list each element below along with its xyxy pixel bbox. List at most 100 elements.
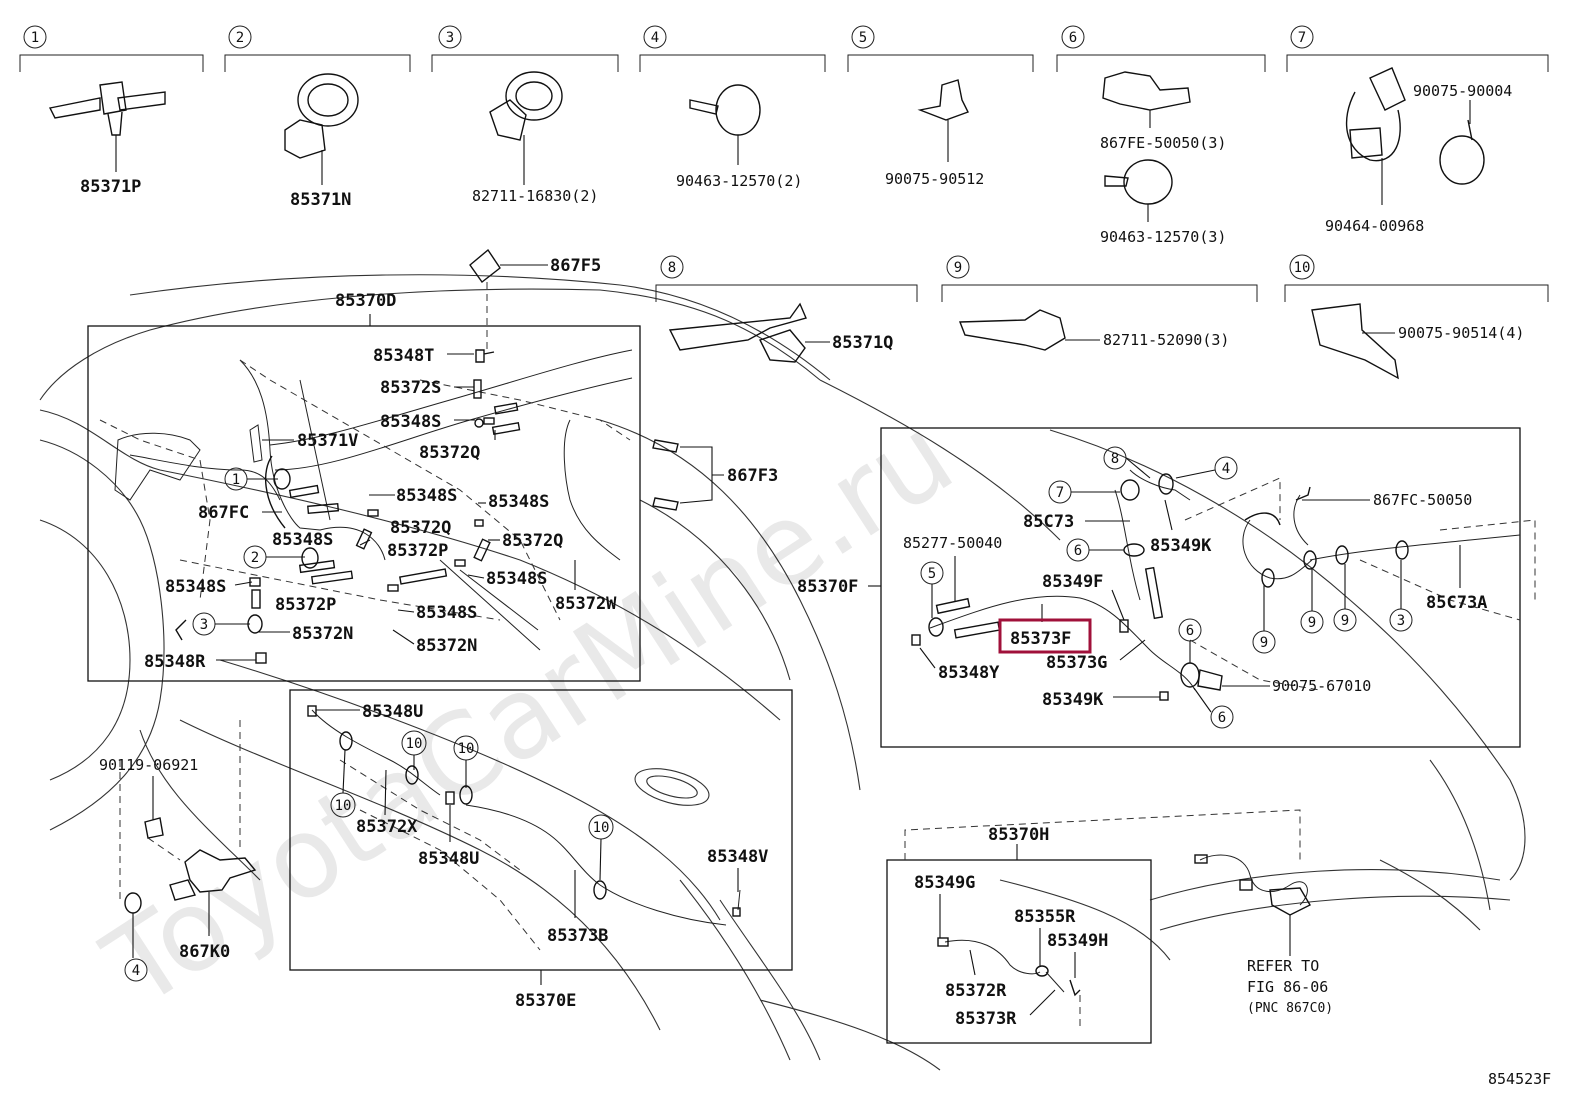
callout-10d: 10 — [593, 820, 610, 836]
label-85370F: 85370F — [797, 577, 858, 597]
label-90075-90004: 90075-90004 — [1413, 82, 1512, 100]
label-85C73: 85C73 — [1023, 512, 1074, 532]
label-85371V: 85371V — [297, 431, 358, 451]
label-867F3: 867F3 — [727, 466, 778, 486]
label-82711-52090: 82711-52090(3) — [1103, 331, 1229, 349]
label-85348S-f: 85348S — [486, 569, 547, 589]
kit-4-band-icon — [689, 84, 761, 165]
label-85372X: 85372X — [356, 817, 418, 837]
kit-1-number: 1 — [31, 30, 39, 46]
label-85348U-b: 85348U — [418, 849, 479, 869]
callout-10b: 10 — [458, 741, 475, 757]
box-85370H-harness — [937, 937, 1081, 997]
label-85348S-e: 85348S — [165, 577, 226, 597]
callout-8: 8 — [1111, 451, 1119, 467]
label-85370E: 85370E — [515, 991, 576, 1011]
label-90464-00968: 90464-00968 — [1325, 217, 1424, 235]
kit-number-callouts: 1 2 3 4 5 6 7 8 9 10 — [23, 25, 1315, 280]
kit-5-number: 5 — [859, 30, 867, 46]
callout-4b: 4 — [1222, 461, 1230, 477]
callout-2: 2 — [251, 550, 259, 566]
box-85370D-harness — [99, 349, 633, 651]
callout-3b: 3 — [1397, 613, 1405, 629]
label-85349F: 85349F — [1042, 572, 1103, 592]
kit-1-clip-icon — [48, 81, 166, 172]
kit-3-clamp-icon — [489, 71, 563, 185]
callout-6a: 6 — [1074, 543, 1082, 559]
label-85349G: 85349G — [914, 873, 975, 893]
kit-7-number: 7 — [1298, 30, 1306, 46]
label-82711-16830: 82711-16830(2) — [472, 187, 598, 205]
label-85348R: 85348R — [144, 652, 206, 672]
label-90075-90512: 90075-90512 — [885, 170, 984, 188]
kit-8-number: 8 — [668, 260, 676, 276]
box-85370F — [880, 427, 1521, 748]
label-85372Q-a: 85372Q — [419, 443, 480, 463]
callout-3: 3 — [200, 617, 208, 633]
label-85373F[interactable]: 85373F — [1010, 629, 1071, 649]
label-90075-67010: 90075-67010 — [1272, 677, 1371, 695]
kit-10-plate-icon — [1311, 303, 1399, 380]
label-85370D: 85370D — [335, 291, 396, 311]
callout-4c: 4 — [132, 963, 140, 979]
label-85349K-b: 85349K — [1042, 690, 1104, 710]
label-85372N-a: 85372N — [292, 624, 353, 644]
callout-6b: 6 — [1186, 623, 1194, 639]
label-85372N-b: 85372N — [416, 636, 477, 656]
label-90463-12570-3: 90463-12570(3) — [1100, 228, 1226, 246]
box-85370E-harness — [307, 705, 741, 951]
box-85370D-parts — [175, 349, 521, 664]
kit-7-bracket-icon — [1345, 67, 1485, 205]
kit-2-number: 2 — [236, 30, 244, 46]
bracket-867K0-icon — [144, 817, 257, 901]
label-867F5: 867F5 — [550, 256, 601, 276]
callout-9a: 9 — [1260, 635, 1268, 651]
diagram-code: 854523F — [1488, 1070, 1551, 1088]
car-body-outline — [39, 274, 1526, 1071]
label-867K0: 867K0 — [179, 942, 230, 962]
label-85372Q-c: 85372Q — [502, 531, 563, 551]
kit-brackets — [19, 54, 1549, 302]
label-85348Y: 85348Y — [938, 663, 1000, 683]
label-85348S-d: 85348S — [272, 530, 333, 550]
label-85277-50040: 85277-50040 — [903, 534, 1002, 552]
callout-10c: 10 — [335, 798, 352, 814]
watermark: ToyotaCarMine.ru — [83, 391, 975, 1033]
highlight-85373F[interactable] — [998, 618, 1092, 654]
label-90463-12570-2: 90463-12570(2) — [676, 172, 802, 190]
label-85355R: 85355R — [1014, 907, 1076, 927]
label-85372W: 85372W — [555, 594, 617, 614]
callout-9b: 9 — [1308, 615, 1316, 631]
kit-6-holder-icon — [1102, 71, 1191, 222]
kit-10-number: 10 — [1294, 260, 1311, 276]
label-85372Q-b: 85372Q — [390, 518, 451, 538]
label-85348S-a: 85348S — [380, 412, 441, 432]
label-85349H: 85349H — [1047, 931, 1108, 951]
label-85348U-a: 85348U — [362, 702, 423, 722]
label-85373B: 85373B — [547, 926, 608, 946]
label-85372S: 85372S — [380, 378, 441, 398]
kit-8-clip-icon — [668, 302, 830, 363]
label-85349K-a: 85349K — [1150, 536, 1212, 556]
label-867FC: 867FC — [198, 503, 249, 523]
callout-5: 5 — [928, 566, 936, 582]
callout-1: 1 — [232, 472, 240, 488]
label-85348T: 85348T — [373, 346, 434, 366]
label-85373R: 85373R — [955, 1009, 1017, 1029]
pad-867F5-icon — [469, 248, 501, 284]
label-85372R: 85372R — [945, 981, 1007, 1001]
label-867FE-50050: 867FE-50050(3) — [1100, 134, 1226, 152]
label-90075-90514: 90075-90514(4) — [1398, 324, 1524, 342]
dashed-outline-85370H — [904, 809, 1301, 860]
kit-5-clip-icon — [917, 79, 969, 162]
label-85348V: 85348V — [707, 847, 768, 867]
label-90119-06921: 90119-06921 — [99, 756, 198, 774]
label-85370H: 85370H — [988, 825, 1049, 845]
kit-4-number: 4 — [651, 30, 659, 46]
kit-6-number: 6 — [1069, 30, 1077, 46]
label-85348S-b: 85348S — [396, 486, 457, 506]
pads-867F3 — [652, 439, 724, 511]
label-85373G: 85373G — [1046, 653, 1107, 673]
